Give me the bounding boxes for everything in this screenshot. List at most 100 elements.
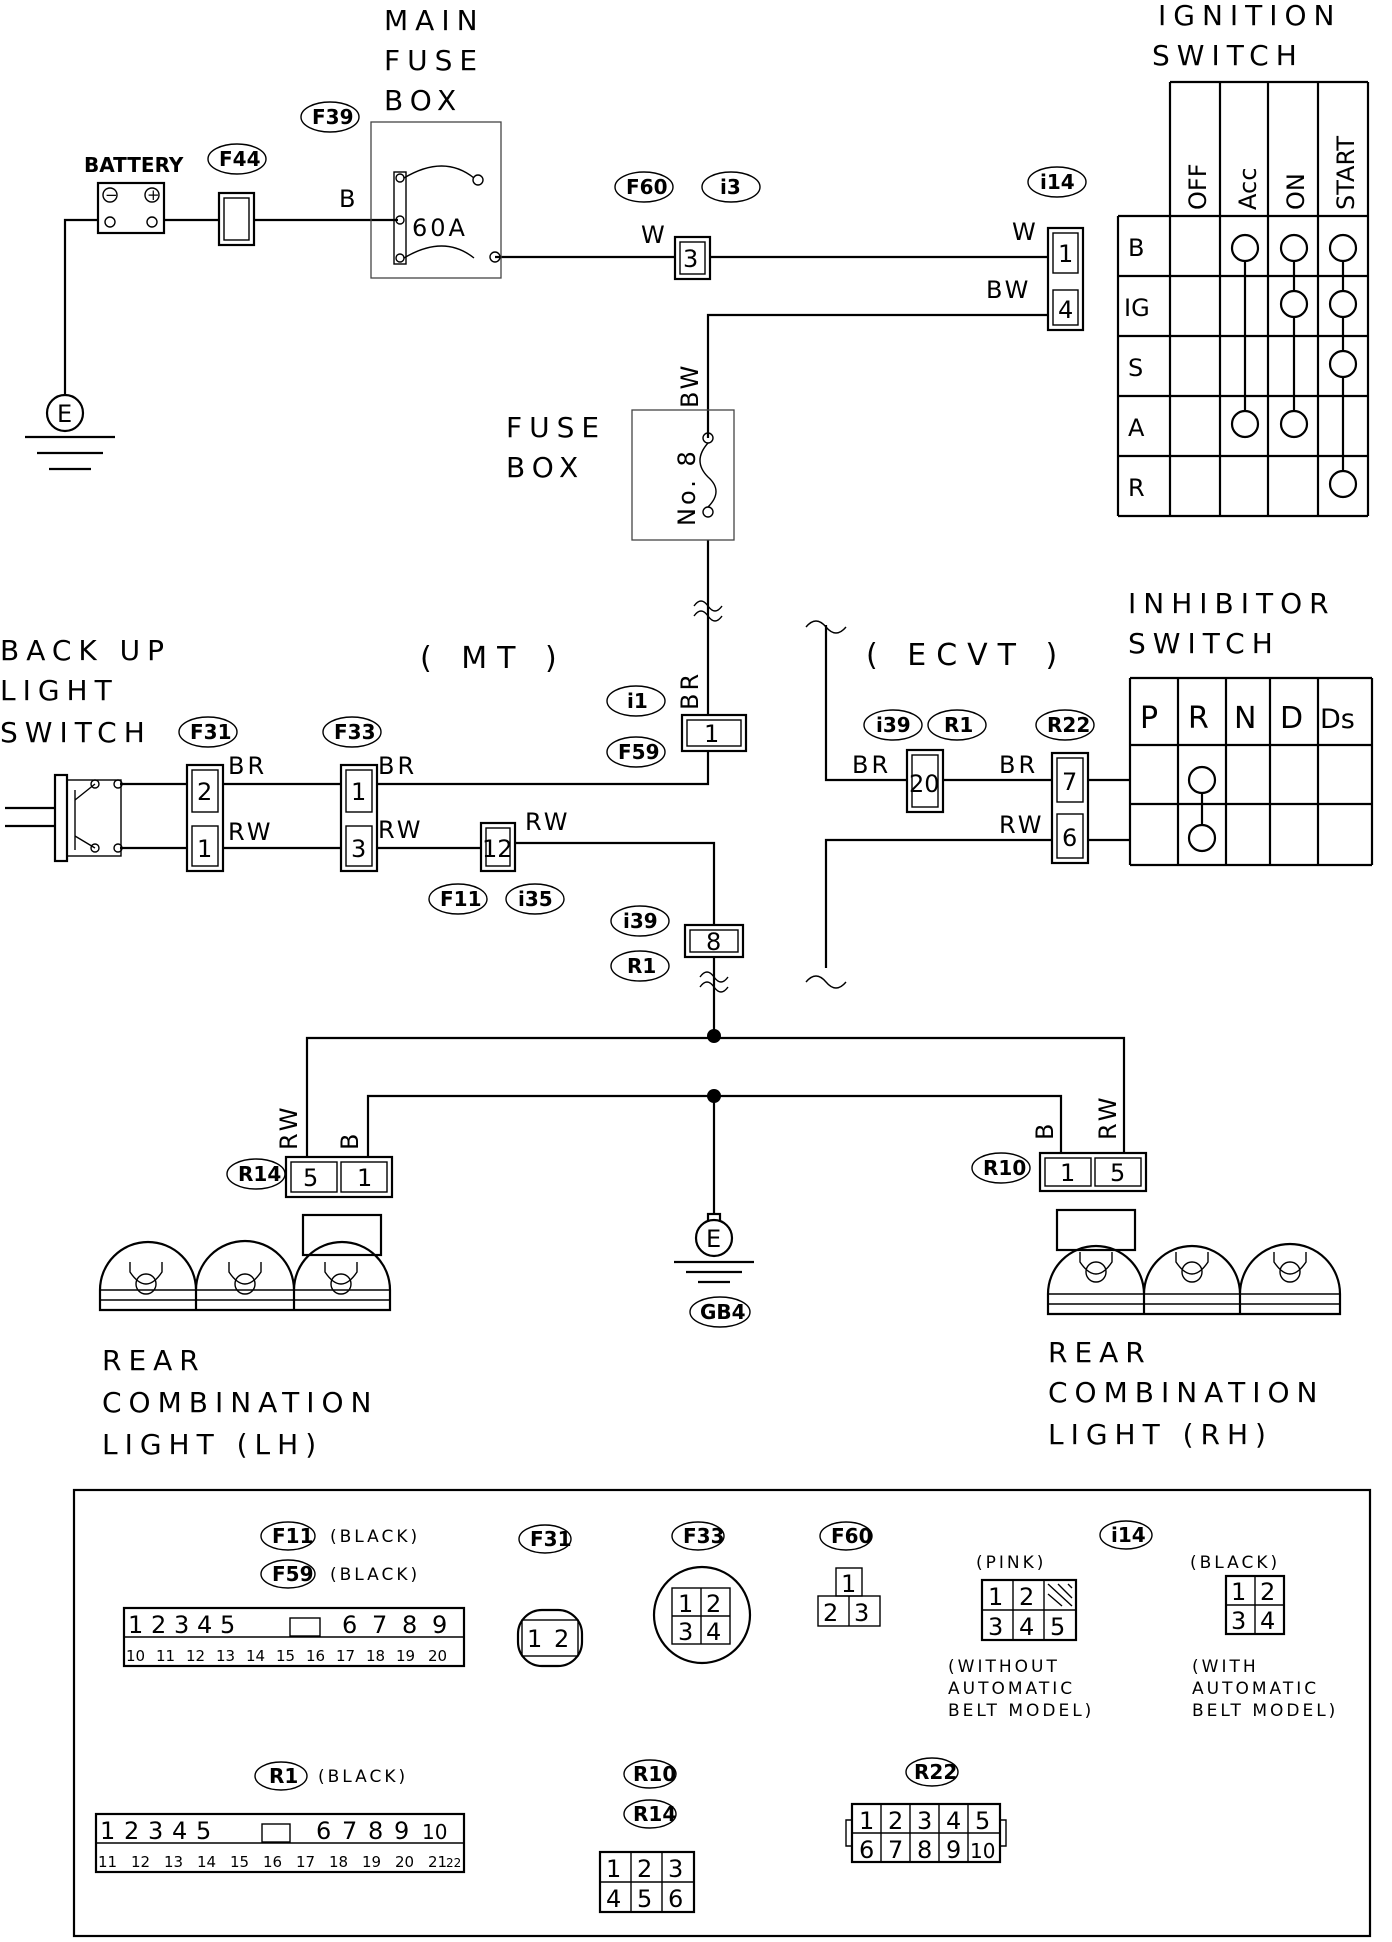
- svg-text:15: 15: [276, 1647, 295, 1665]
- svg-text:2: 2: [197, 778, 212, 806]
- svg-text:BW: BW: [676, 363, 704, 408]
- svg-text:R14: R14: [238, 1162, 281, 1186]
- connector-r10-r14-face: 1 2 3 4 5 6: [598, 1850, 696, 1914]
- svg-text:RW: RW: [378, 816, 423, 844]
- svg-text:START: START: [1332, 136, 1360, 210]
- main-fuse-box-label: MAIN: [384, 4, 485, 37]
- svg-text:i39: i39: [623, 909, 658, 933]
- svg-text:12: 12: [186, 1647, 205, 1665]
- svg-text:6: 6: [1062, 824, 1077, 852]
- connector-r10: [1038, 1151, 1148, 1193]
- connector-f33: [339, 763, 379, 873]
- inhibitor-switch: INHIBITOR SWITCH P R N D Ds: [1128, 587, 1374, 867]
- svg-text:17: 17: [296, 1853, 315, 1871]
- svg-text:R14: R14: [633, 1802, 676, 1826]
- svg-text:RW: RW: [525, 808, 570, 836]
- svg-text:B: B: [1031, 1121, 1059, 1140]
- svg-text:D: D: [1280, 701, 1303, 736]
- wires: [63, 218, 1130, 1218]
- svg-text:6: 6: [668, 1885, 683, 1913]
- svg-text:BELT MODEL): BELT MODEL): [948, 1701, 1094, 1721]
- inhibitor-switch-label: INHIBITOR: [1128, 587, 1336, 620]
- svg-text:18: 18: [366, 1647, 385, 1665]
- svg-text:SWITCH: SWITCH: [0, 716, 152, 749]
- svg-text:1: 1: [678, 1590, 693, 1618]
- svg-text:9: 9: [946, 1836, 961, 1864]
- svg-text:COMBINATION: COMBINATION: [102, 1386, 379, 1419]
- svg-text:2: 2: [637, 1855, 652, 1883]
- connector-20pin: 1 2 3 4 5 6 7 8 9 10 11 12 13 14 15 16 1…: [122, 1606, 466, 1668]
- svg-text:R1: R1: [269, 1764, 298, 1788]
- svg-text:10: 10: [422, 1820, 447, 1844]
- svg-text:2: 2: [554, 1625, 569, 1653]
- svg-text:21: 21: [428, 1853, 447, 1871]
- connector-f31: [185, 763, 225, 873]
- connector-i1: [680, 713, 748, 753]
- ignition-table: OFF Acc ON START B IG S A R: [1116, 80, 1370, 518]
- rear-combination-light-rh: REAR COMBINATION LIGHT (RH): [1046, 1208, 1342, 1451]
- wire-color-labels: B W W BW BW BR BR BR BR BR RW RW RW RW R…: [228, 185, 1122, 1150]
- svg-text:6: 6: [859, 1836, 874, 1864]
- svg-text:3: 3: [917, 1807, 932, 1835]
- svg-text:BR: BR: [999, 751, 1038, 779]
- svg-text:BR: BR: [676, 671, 704, 710]
- svg-text:F11: F11: [272, 1524, 314, 1548]
- svg-text:BR: BR: [378, 752, 417, 780]
- rear-lh-label: REAR: [102, 1344, 206, 1377]
- svg-text:W: W: [1012, 218, 1039, 246]
- connector-r22: [1050, 751, 1090, 865]
- svg-text:R10: R10: [633, 1762, 676, 1786]
- svg-text:GB4: GB4: [700, 1300, 746, 1324]
- ignition-switch: IGNITION SWITCH OFF Acc ON START B IG S …: [1116, 0, 1370, 518]
- connector-tags: F39 F44 F60 i3 i14 i1 F59 F31 F33 F11 i3…: [178, 101, 1095, 1328]
- svg-text:1: 1: [1060, 1159, 1075, 1187]
- inhibitor-table: P R N D Ds: [1128, 676, 1374, 867]
- svg-text:10: 10: [970, 1839, 995, 1863]
- connector-f60-face: 1 2 3: [817, 1567, 881, 1627]
- svg-text:i14: i14: [1040, 170, 1075, 194]
- battery: BATTERY − +: [84, 153, 184, 235]
- svg-text:7: 7: [372, 1611, 387, 1639]
- svg-text:1: 1: [988, 1583, 1003, 1611]
- svg-text:8: 8: [368, 1817, 383, 1845]
- ground-gb4: E: [674, 1212, 754, 1284]
- svg-text:6: 6: [342, 1611, 357, 1639]
- fuse-box-label: FUSE: [506, 411, 606, 444]
- connector-legend: F11 (BLACK) F59 (BLACK) 1 2 3 4 5 6 7 8 …: [72, 1488, 1372, 1938]
- svg-text:No. 8: No. 8: [673, 448, 701, 526]
- svg-text:(WITH: (WITH: [1192, 1657, 1259, 1677]
- junction-dot: [707, 1089, 721, 1103]
- svg-text:14: 14: [197, 1853, 216, 1871]
- svg-text:1: 1: [351, 778, 366, 806]
- svg-text:RW: RW: [1094, 1095, 1122, 1140]
- svg-text:18: 18: [329, 1853, 348, 1871]
- svg-text:12: 12: [482, 835, 513, 863]
- svg-text:BW: BW: [986, 276, 1031, 304]
- svg-text:3: 3: [678, 1618, 693, 1646]
- svg-text:SWITCH: SWITCH: [1152, 39, 1304, 72]
- svg-text:8: 8: [917, 1836, 932, 1864]
- svg-text:BOX: BOX: [506, 451, 585, 484]
- svg-text:F59: F59: [272, 1562, 314, 1586]
- svg-text:E: E: [57, 400, 72, 428]
- svg-text:B: B: [1128, 234, 1144, 262]
- svg-text:10: 10: [126, 1647, 145, 1665]
- svg-text:17: 17: [336, 1647, 355, 1665]
- rear-rh-label: REAR: [1048, 1336, 1152, 1369]
- svg-text:1: 1: [704, 720, 719, 748]
- svg-text:3: 3: [1231, 1607, 1246, 1635]
- svg-text:(BLACK): (BLACK): [330, 1565, 420, 1585]
- svg-text:9: 9: [394, 1817, 409, 1845]
- ecvt-label: ( ECVT ): [866, 638, 1067, 673]
- svg-text:(WITHOUT: (WITHOUT: [948, 1657, 1060, 1677]
- svg-text:+: +: [147, 186, 160, 204]
- svg-text:E: E: [706, 1225, 721, 1253]
- svg-text:FUSE: FUSE: [384, 44, 484, 77]
- svg-text:R: R: [1188, 701, 1209, 736]
- svg-text:1: 1: [357, 1164, 372, 1192]
- svg-text:13: 13: [216, 1647, 235, 1665]
- svg-text:F33: F33: [334, 720, 376, 744]
- svg-text:2: 2: [823, 1599, 838, 1627]
- svg-text:LIGHT: LIGHT: [0, 674, 119, 707]
